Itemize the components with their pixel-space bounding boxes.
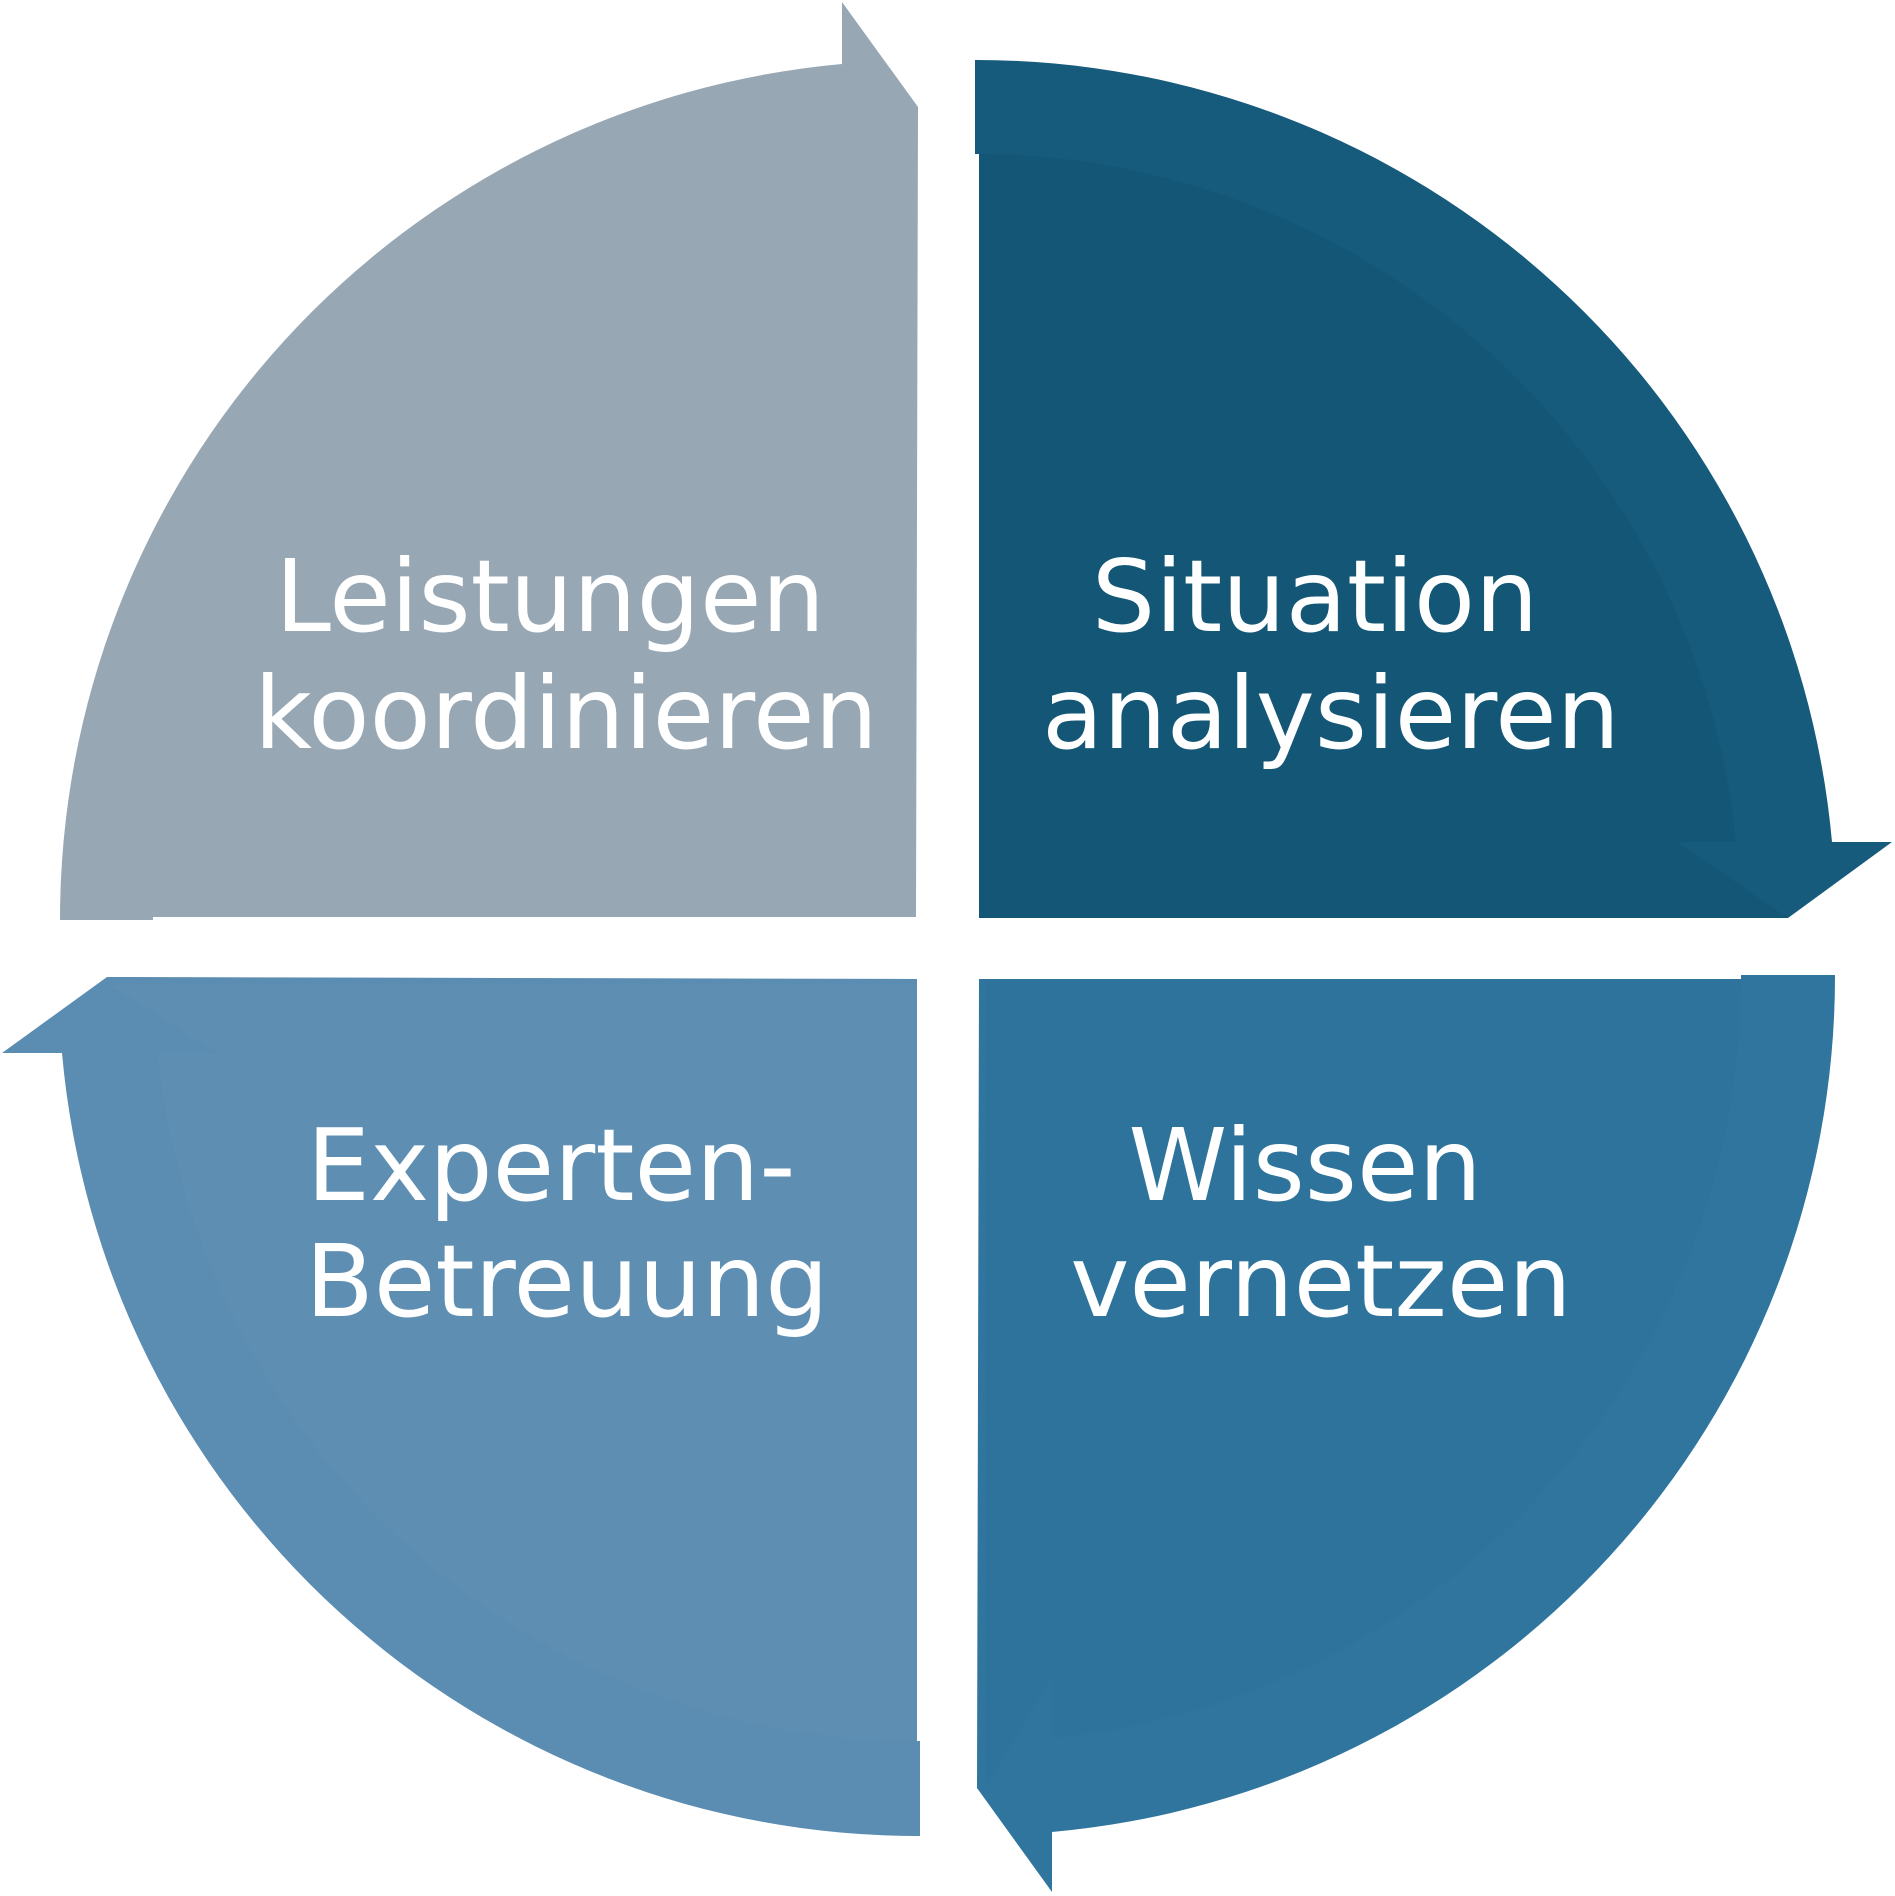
segment-wissen-label-line2: vernetzen — [1070, 1223, 1572, 1340]
segment-leistungen-label-line1: Leistungen — [275, 538, 825, 655]
segment-experten: Experten- Betreuung — [2, 977, 920, 1837]
svg-text:Wissen vernetzen: Wissen vernetzen — [1070, 1107, 1572, 1340]
segment-experten-label-line1: Experten- — [307, 1107, 796, 1224]
svg-text:Experten- Betreuung: Experten- Betreuung — [305, 1107, 828, 1340]
segment-experten-label-line2: Betreuung — [305, 1223, 828, 1340]
svg-text:Leistungen koordinieren: Leistungen koordinieren — [254, 538, 878, 772]
segment-situation-label-line1: Situation — [1092, 538, 1539, 655]
segment-experten-shade — [110, 985, 917, 1742]
segment-wissen: Wissen vernetzen — [977, 975, 1836, 1892]
segment-situation-label-line2: analysieren — [1042, 655, 1620, 772]
segment-situation: Situation analysieren — [975, 59, 1892, 918]
segment-leistungen-shape — [59, 2, 918, 920]
svg-text:Situation analysieren: Situation analysieren — [1042, 538, 1620, 772]
segment-leistungen-label-line2: koordinieren — [254, 655, 878, 772]
segment-wissen-label-line1: Wissen — [1128, 1107, 1482, 1224]
segment-wissen-shade — [985, 979, 1742, 1788]
segment-situation-shade — [979, 154, 1788, 918]
segment-leistungen: Leistungen koordinieren — [59, 2, 918, 920]
